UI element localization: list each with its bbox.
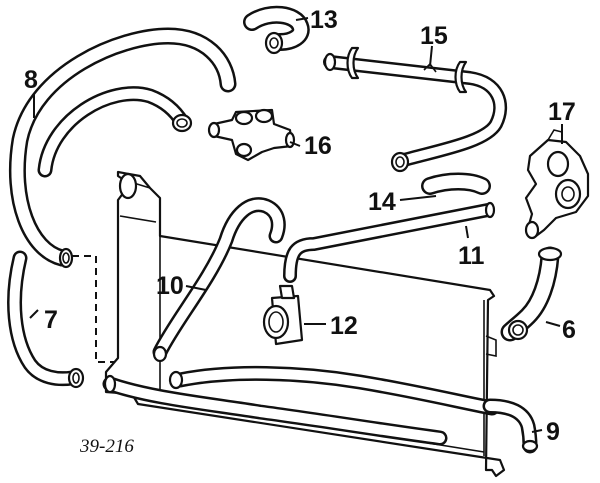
hose-13 [243, 5, 310, 55]
callout-15: 15 [420, 22, 448, 50]
leader-lines [29, 17, 563, 433]
pipe-11 [283, 201, 496, 283]
hose-7 [7, 250, 85, 389]
housing-16 [207, 108, 296, 162]
callout-13: 13 [310, 6, 338, 34]
hose-6 [500, 246, 563, 342]
hose-10 [152, 197, 286, 363]
callout-7: 7 [44, 306, 58, 334]
callout-14: 14 [368, 188, 396, 216]
callout-9: 9 [546, 418, 560, 446]
pipe-15 [323, 46, 507, 173]
callout-11: 11 [458, 242, 485, 270]
dashed-connector [72, 255, 114, 363]
lower-hose [102, 365, 500, 446]
sensor-12 [262, 284, 304, 346]
callout-10: 10 [156, 272, 184, 300]
figure-code: 39-216 [79, 436, 134, 457]
pump-17 [524, 129, 590, 240]
callout-17: 17 [548, 98, 576, 126]
callout-8: 8 [24, 66, 38, 94]
hose-14 [421, 172, 491, 195]
callout-16: 16 [304, 132, 332, 160]
callout-12: 12 [330, 312, 358, 340]
callout-6: 6 [562, 316, 576, 344]
hose-8 [8, 27, 237, 269]
hose-9 [482, 398, 539, 454]
callout-labels: 8 7 13 15 16 17 14 11 10 12 6 9 [24, 6, 576, 446]
